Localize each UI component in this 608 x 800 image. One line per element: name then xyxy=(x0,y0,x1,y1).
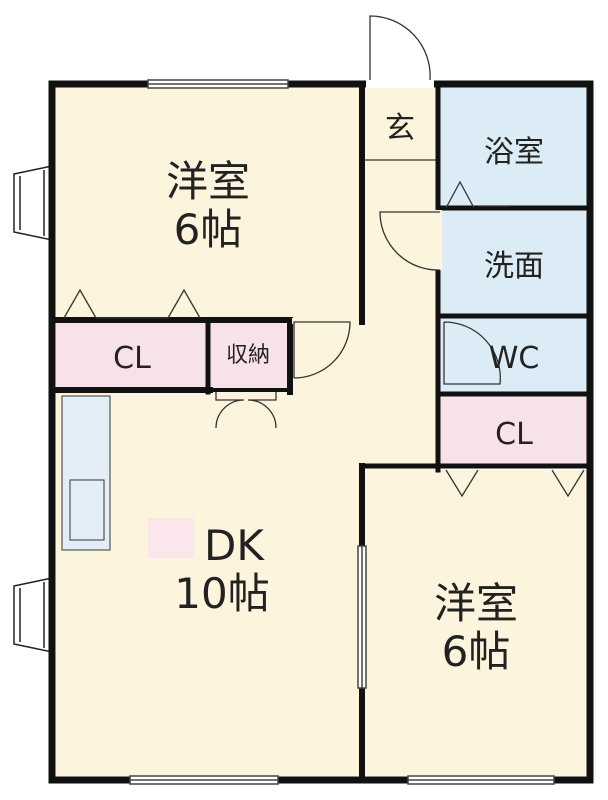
room-dk-size: 10帖 xyxy=(174,569,269,618)
room-western-top-floor xyxy=(56,86,362,322)
washroom-label: 洗面 xyxy=(484,249,544,284)
room-washroom-floor xyxy=(438,208,590,316)
genkan-floor xyxy=(364,88,436,160)
bay-window-bottom xyxy=(13,577,53,653)
closet-right-label: CL xyxy=(495,417,533,452)
doors xyxy=(63,15,585,498)
bath-label: 浴室 xyxy=(484,135,544,170)
closet-right-floor xyxy=(438,394,590,466)
room-western-bottom-size: 6帖 xyxy=(442,627,511,676)
kitchen-sink xyxy=(69,479,105,541)
kitchen-counter xyxy=(61,395,111,551)
room-western-bottom-floor xyxy=(362,470,590,776)
closet-left-label: CL xyxy=(113,341,151,376)
wc-label: WC xyxy=(489,341,540,376)
room-western-top-name: 洋室 xyxy=(166,157,250,206)
windows xyxy=(129,79,555,785)
storage-label: 収納 xyxy=(226,343,270,368)
storage-floor xyxy=(210,322,288,388)
bay-window-top xyxy=(13,165,53,241)
room-western-bottom-name: 洋室 xyxy=(434,579,518,628)
floor-fills xyxy=(56,86,590,776)
room-dk-name: DK xyxy=(204,521,265,570)
genkan-label: 玄 xyxy=(385,111,415,146)
dk-highlight xyxy=(148,518,194,558)
room-wc-floor xyxy=(438,316,590,394)
room-western-top-size: 6帖 xyxy=(174,205,243,254)
labels: 洋室 6帖 玄 浴室 洗面 WC CL CL 収納 DK 10帖 洋室 6帖 xyxy=(113,111,544,676)
closet-left-floor xyxy=(56,322,206,388)
